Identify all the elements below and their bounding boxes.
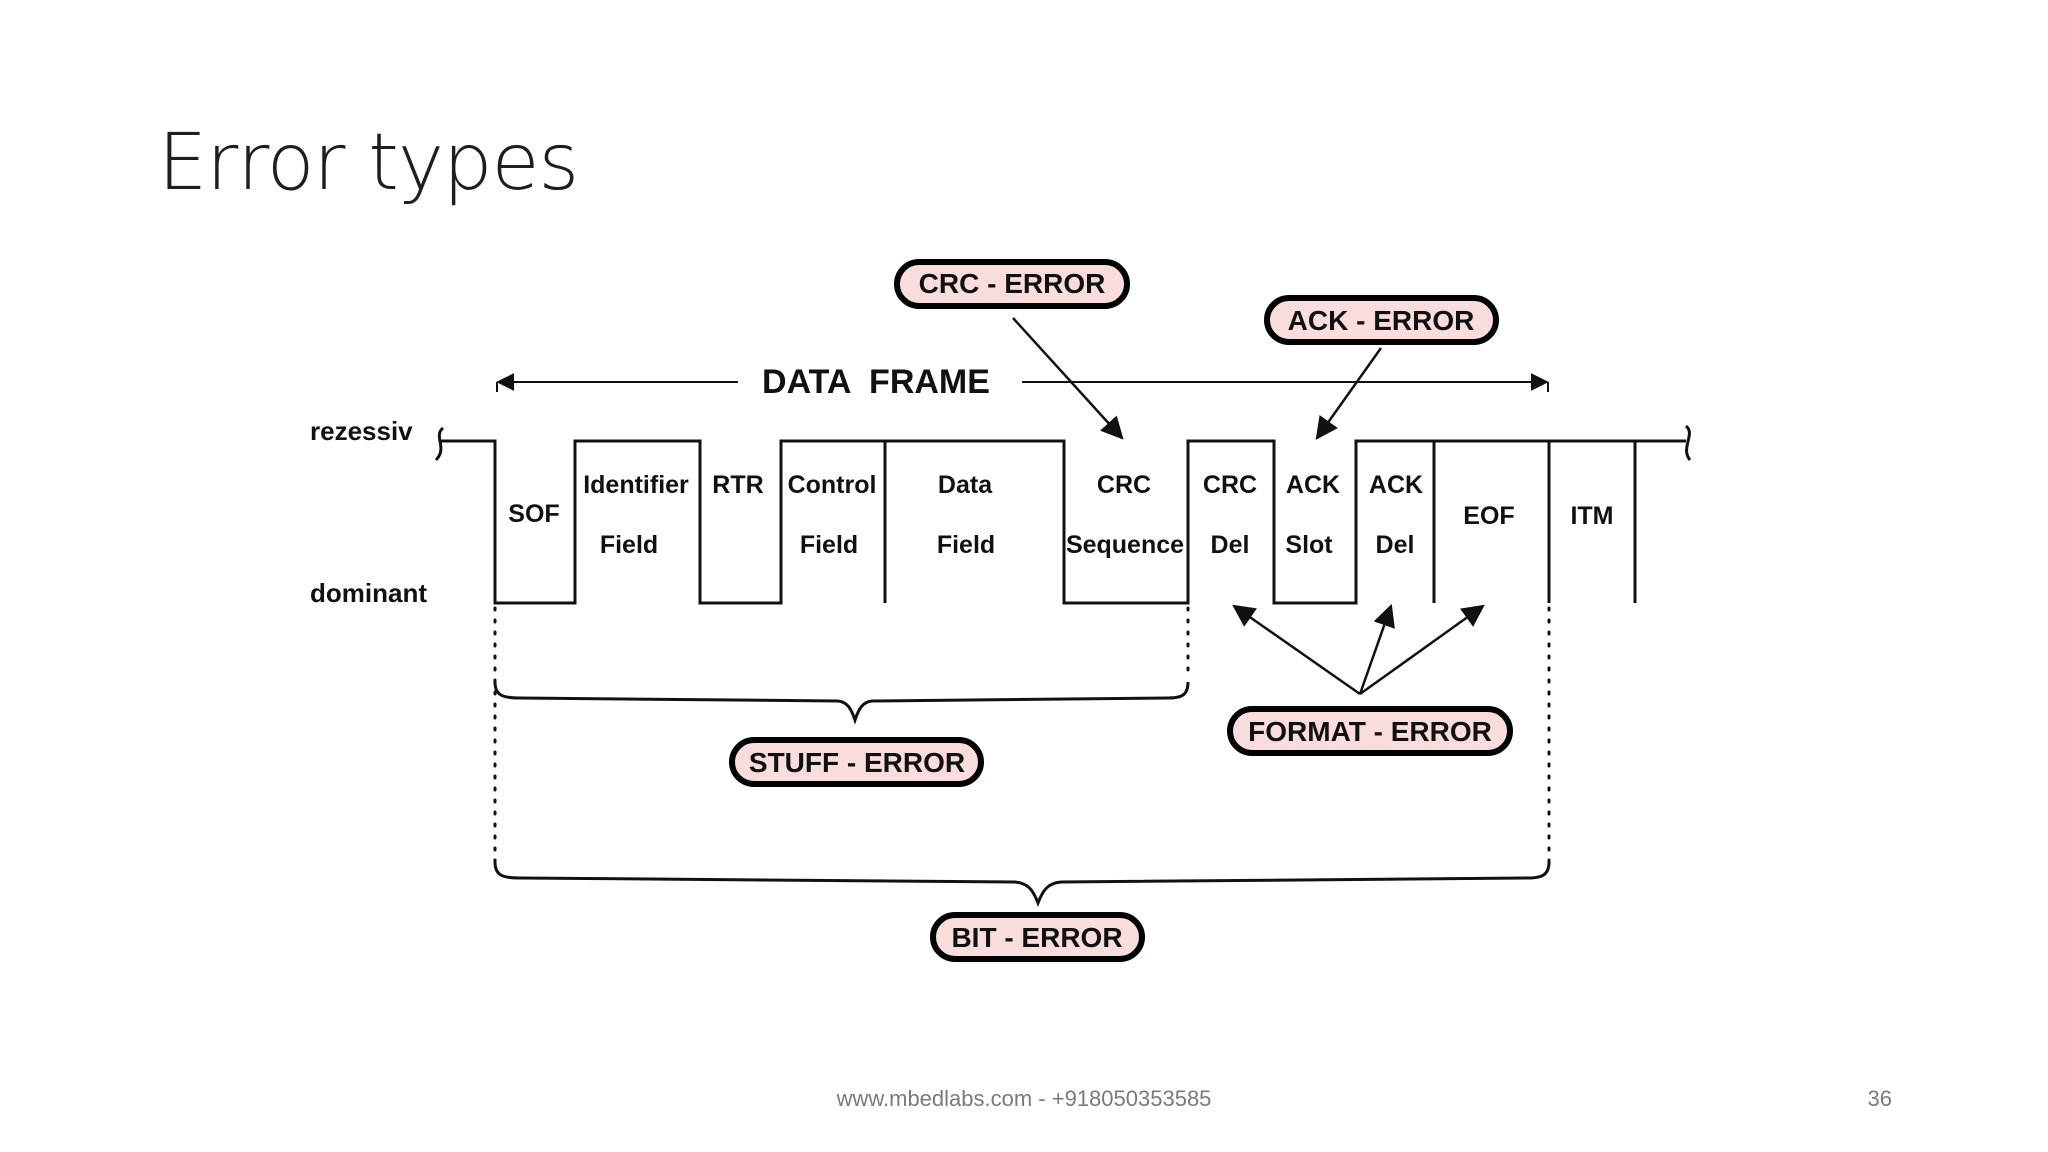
- bit-error-badge: BIT - ERROR: [930, 912, 1145, 962]
- ack-error-badge: ACK - ERROR: [1264, 295, 1499, 345]
- guide-lines: [493, 606, 1551, 864]
- page-number: 36: [1867, 1086, 1892, 1111]
- field-crc-del-line2: Del: [1211, 531, 1250, 559]
- field-itm: ITM: [1570, 502, 1613, 530]
- field-crc-del-line1: CRC: [1203, 471, 1257, 499]
- field-data-line2: Field: [937, 531, 995, 559]
- ack-error-label: ACK - ERROR: [1288, 305, 1475, 336]
- field-data-line1: Data: [938, 471, 993, 499]
- field-control-line1: Control: [788, 471, 877, 499]
- field-labels: SOF Identifier Field RTR Control Field D…: [508, 471, 1613, 559]
- recessive-level-label: rezessiv: [310, 416, 413, 446]
- field-control-line2: Field: [800, 531, 858, 559]
- field-ack-slot-line2: Slot: [1285, 531, 1333, 559]
- stuff-error-brace: [493, 681, 1190, 725]
- crc-error-label: CRC - ERROR: [919, 268, 1106, 299]
- format-error-badge: FORMAT - ERROR: [1227, 706, 1513, 756]
- data-frame-span: DATA FRAME: [496, 363, 1549, 401]
- field-ack-slot-line1: ACK: [1286, 471, 1340, 499]
- field-crc-sequence-line2: Sequence: [1066, 531, 1184, 559]
- stuff-error-label: STUFF - ERROR: [749, 747, 965, 778]
- dominant-level-label: dominant: [310, 578, 427, 608]
- signal-waveform: [434, 424, 1692, 605]
- stuff-error-badge: STUFF - ERROR: [729, 737, 984, 787]
- format-error-label: FORMAT - ERROR: [1248, 716, 1492, 747]
- field-eof: EOF: [1463, 502, 1514, 530]
- field-crc-sequence-line1: CRC: [1097, 471, 1151, 499]
- field-identifier-line1: Identifier: [583, 471, 689, 499]
- bit-error-brace: [493, 861, 1551, 908]
- slide-title: Error types: [158, 118, 579, 208]
- field-rtr: RTR: [712, 471, 763, 499]
- bit-error-label: BIT - ERROR: [951, 922, 1122, 953]
- field-identifier-line2: Field: [600, 531, 658, 559]
- data-frame-label: DATA FRAME: [762, 363, 990, 401]
- error-arrows: [1012, 317, 1485, 696]
- crc-error-badge: CRC - ERROR: [894, 259, 1130, 309]
- footer-contact: www.mbedlabs.com - +918050353585: [836, 1086, 1212, 1111]
- field-ack-del-line2: Del: [1376, 531, 1415, 559]
- field-sof: SOF: [508, 500, 559, 528]
- field-ack-del-line1: ACK: [1369, 471, 1423, 499]
